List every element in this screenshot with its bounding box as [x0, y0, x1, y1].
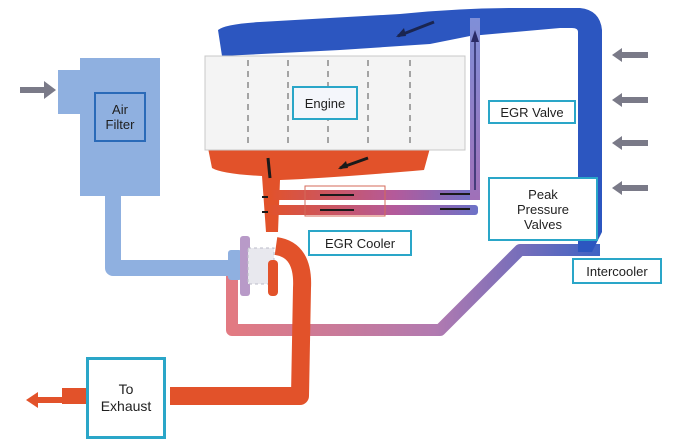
intake-pipe [105, 196, 230, 276]
intake-arrow-icon [612, 48, 648, 62]
exhaust-down-arrow-icon [266, 157, 272, 179]
air-filter-body [80, 58, 160, 196]
exhaust-manifold [208, 148, 430, 232]
exhaust-pipe-tail [62, 388, 92, 404]
air-filter-inlet-housing [58, 70, 82, 114]
peak-pressure-valves-label: Peak Pressure Valves [488, 177, 598, 241]
exhaust-out-arrow-icon [26, 392, 62, 408]
turbocharger [228, 236, 278, 296]
egr-cooler-tubes [262, 185, 478, 217]
intake-arrow-icon [612, 181, 648, 195]
exhaust-flow-arrowhead-icon [338, 161, 348, 169]
inlet-arrow-icon [20, 81, 56, 99]
intercooler-label: Intercooler [572, 258, 662, 284]
egr-valve-label: EGR Valve [488, 100, 576, 124]
egr-flow-arrowhead-icon [471, 30, 479, 42]
intake-arrow-icon [612, 136, 648, 150]
exhaust-pipe [170, 237, 312, 405]
air-filter-label: Air Filter [94, 92, 146, 142]
intercooler-duct [218, 8, 602, 252]
to-exhaust-label: To Exhaust [86, 357, 166, 439]
charge-flow-arrowhead-icon [396, 28, 406, 37]
intake-arrows [612, 48, 648, 195]
intake-arrow-icon [612, 93, 648, 107]
egr-cooler-label: EGR Cooler [308, 230, 412, 256]
engine-label: Engine [292, 86, 358, 120]
charge-return-pipe [226, 244, 600, 336]
